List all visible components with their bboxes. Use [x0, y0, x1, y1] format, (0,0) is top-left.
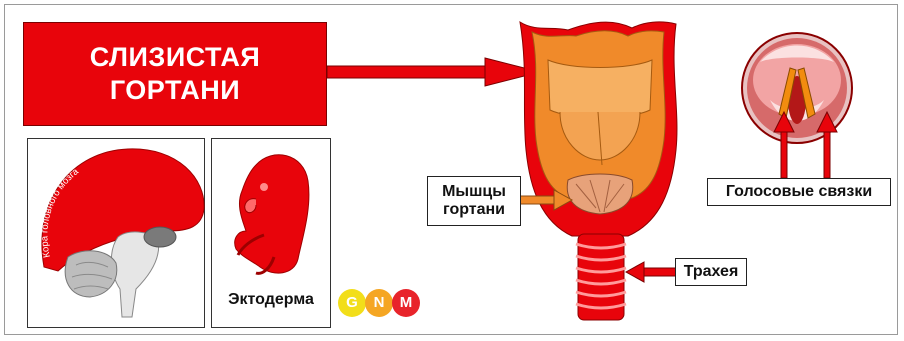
- muscles-label: Мышцы гортани: [427, 176, 521, 226]
- thalamus-shape: [144, 227, 176, 247]
- muscles-label-line-1: Мышцы: [442, 183, 506, 201]
- vocal-cords-label: Голосовые связки: [707, 178, 891, 206]
- cerebellum-shape: [65, 251, 117, 297]
- logo-n: N: [365, 289, 393, 317]
- trachea-label: Трахея: [675, 258, 747, 286]
- muscles-label-line-2: гортани: [443, 201, 505, 219]
- title-line-2: ГОРТАНИ: [110, 74, 240, 107]
- gnm-logo: G N M: [338, 289, 420, 317]
- brain-panel: Кора головного мозга: [27, 138, 205, 328]
- ectoderm-label: Эктодерма: [212, 291, 330, 309]
- brain-illustration: Кора головного мозга: [28, 139, 206, 329]
- title-box: СЛИЗИСТАЯ ГОРТАНИ: [23, 22, 327, 126]
- logo-g: G: [338, 289, 366, 317]
- embryo-shape: [235, 155, 309, 273]
- embryo-panel: Эктодерма: [211, 138, 331, 328]
- title-line-1: СЛИЗИСТАЯ: [90, 41, 261, 74]
- logo-m: M: [392, 289, 420, 317]
